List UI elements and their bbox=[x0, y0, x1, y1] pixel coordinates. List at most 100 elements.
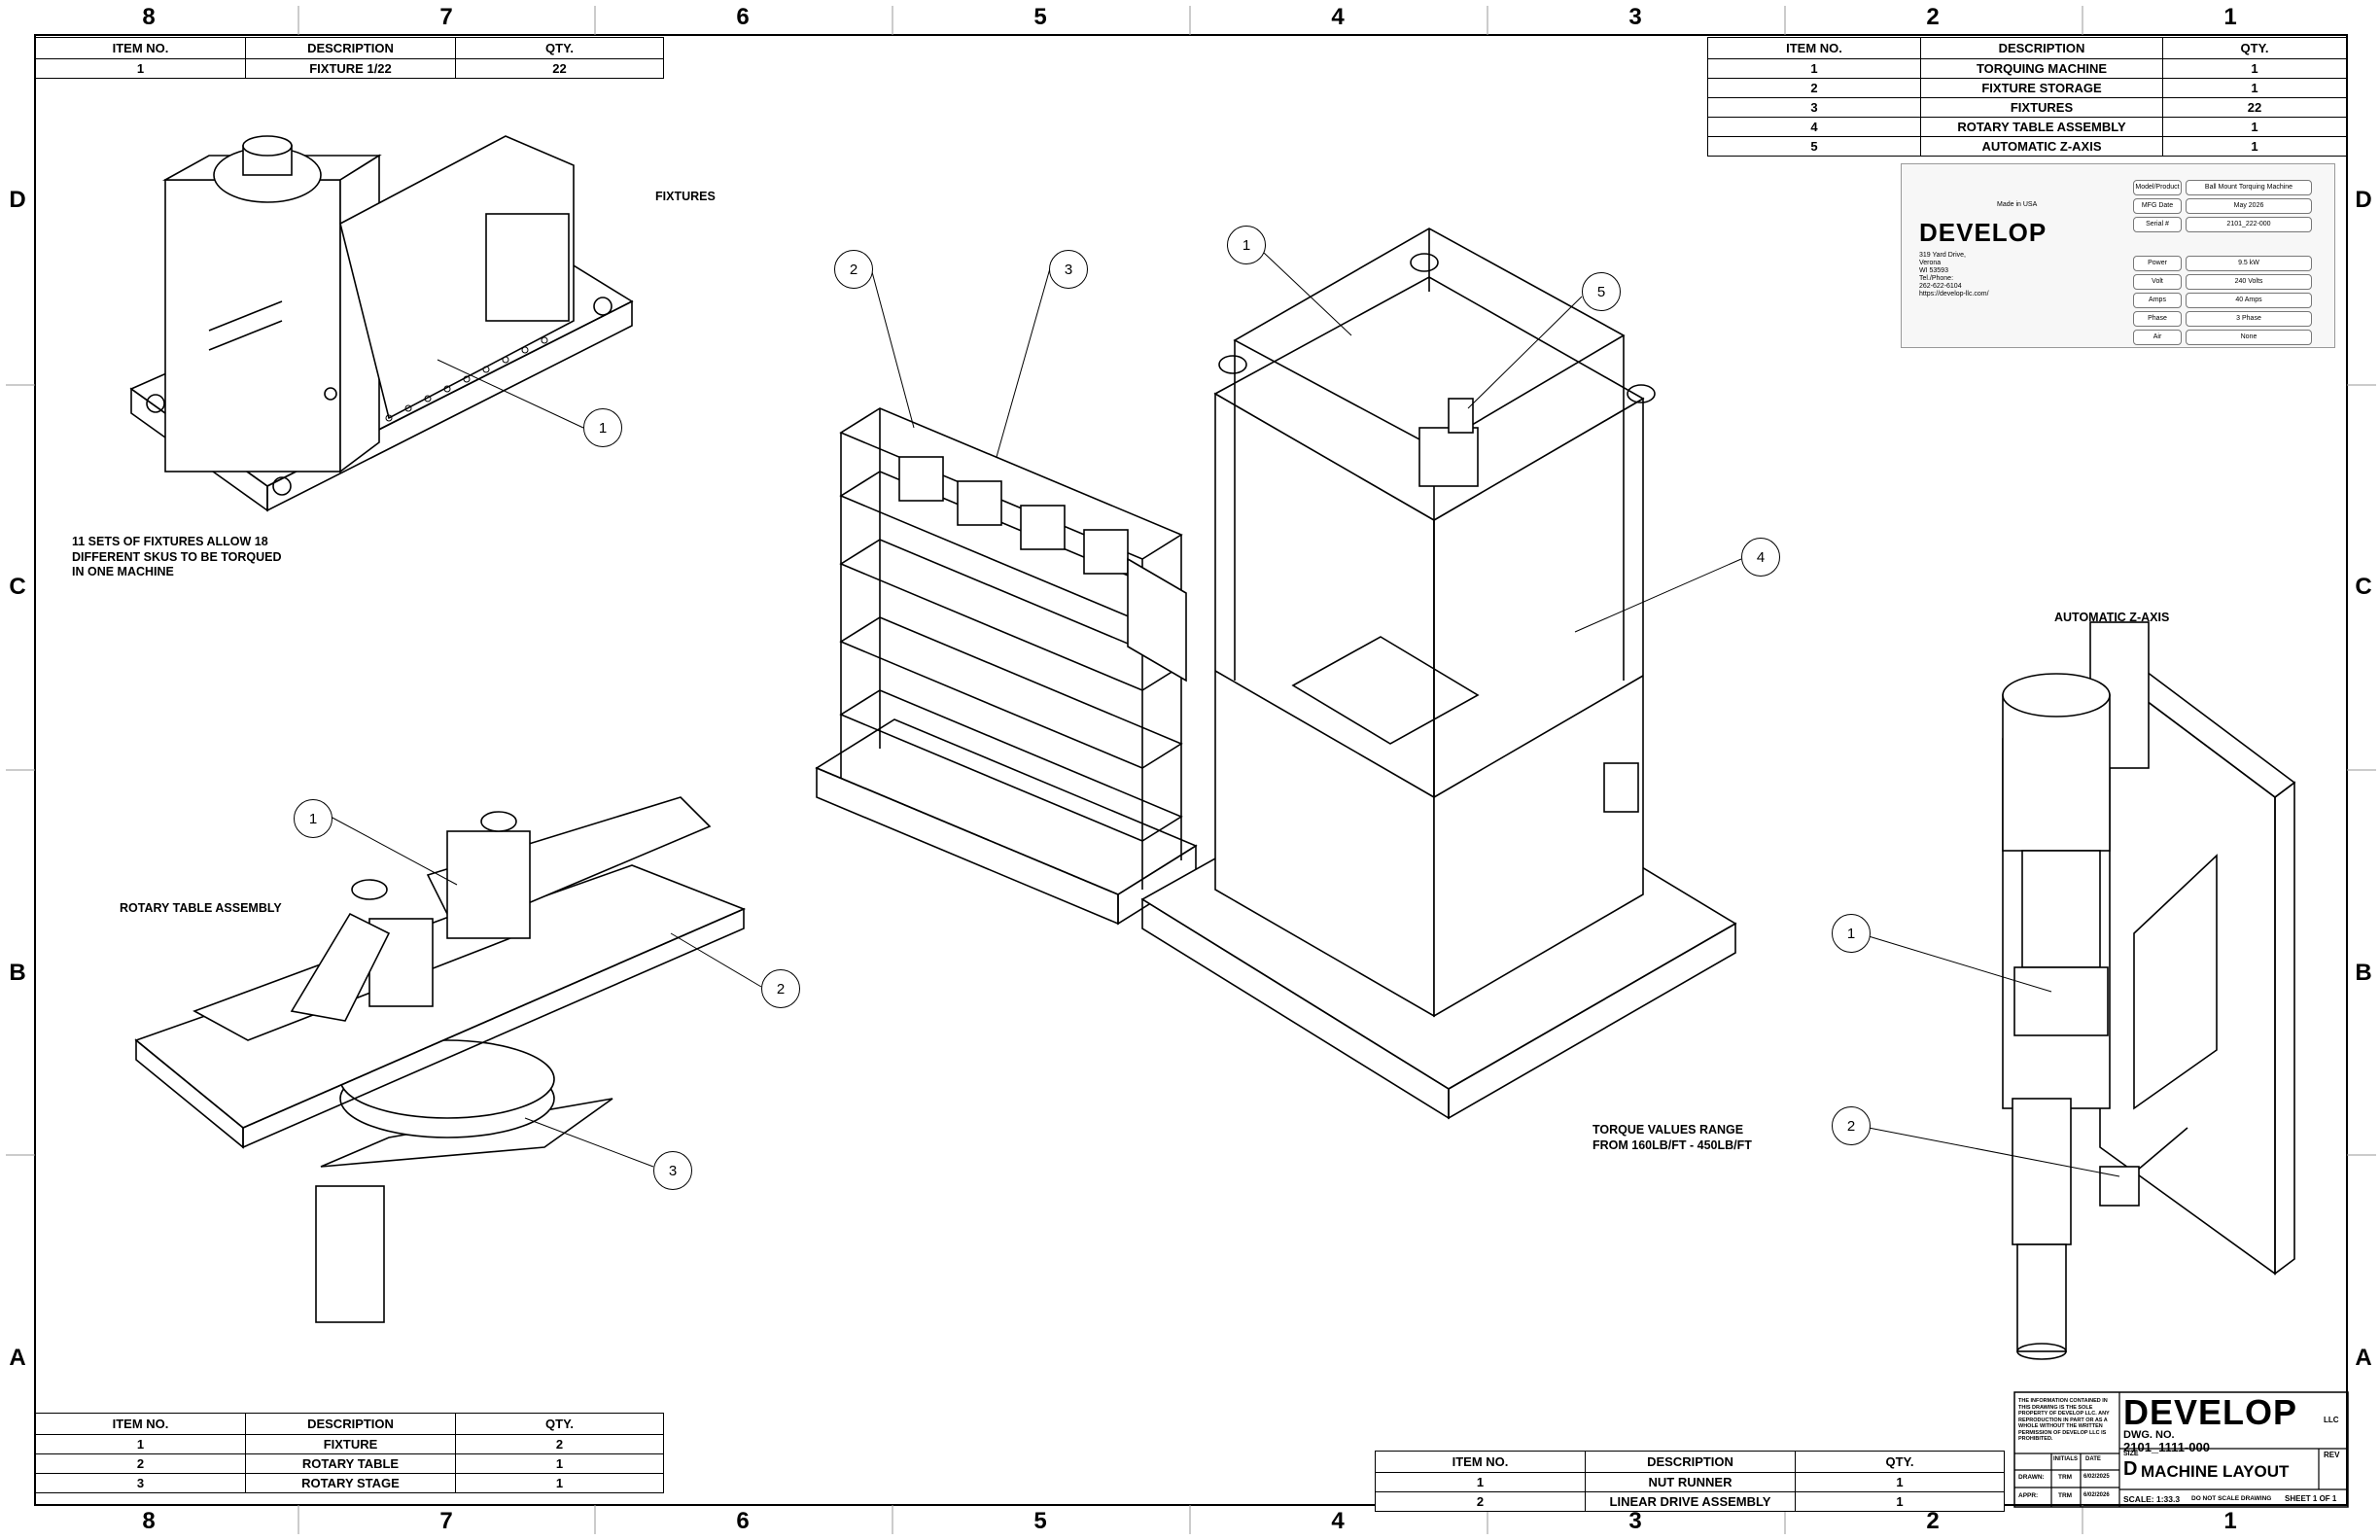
title-block-logo-sub: LLC bbox=[2324, 1416, 2339, 1424]
zone-col-7-bottom: 7 bbox=[439, 1508, 453, 1534]
rotary-leader-3 bbox=[524, 1117, 654, 1168]
note-fixture-sets: 11 SETS OF FIXTURES ALLOW 18 DIFFERENT S… bbox=[72, 535, 282, 580]
rotary-leader-2 bbox=[670, 932, 762, 988]
bom-header: ITEM NO. bbox=[35, 1413, 246, 1435]
zone-col-5-bottom: 5 bbox=[1033, 1508, 1047, 1534]
balloon-storage-2: 2 bbox=[834, 250, 873, 289]
bom-cell: 2 bbox=[1707, 78, 1921, 98]
drawn-by: TRM bbox=[2058, 1474, 2073, 1481]
bom-header: DESCRIPTION bbox=[1585, 1451, 1796, 1473]
storage-leader-2 bbox=[870, 267, 915, 429]
bom-cell: 2 bbox=[1375, 1491, 1586, 1512]
bom-cell: 1 bbox=[1795, 1491, 2005, 1512]
balloon-z-2: 2 bbox=[1832, 1106, 1871, 1145]
bom-cell: 22 bbox=[455, 58, 664, 79]
zone-col-5-top: 5 bbox=[1033, 4, 1047, 30]
note-automatic-z-axis: AUTOMATIC Z-AXIS bbox=[2054, 611, 2170, 624]
bom-cell: ROTARY STAGE bbox=[245, 1473, 456, 1493]
bom-cell: 1 bbox=[455, 1453, 664, 1474]
note-torque-range: TORQUE VALUES RANGE FROM 160LB/FT - 450L… bbox=[1592, 1123, 1752, 1153]
nameplate-spec-label: Phase bbox=[2133, 311, 2182, 327]
nameplate-address-line: https://develop-llc.com/ bbox=[1919, 291, 1989, 298]
zone-row-c-left: C bbox=[9, 574, 26, 600]
nameplate-address-line: Tel./Phone: bbox=[1919, 275, 1954, 282]
nameplate-spec-value: 40 Amps bbox=[2186, 293, 2312, 308]
disclaimer-line: THIS DRAWING IS THE SOLE bbox=[2018, 1404, 2093, 1411]
bom-header: QTY. bbox=[2162, 37, 2347, 59]
zone-col-6-bottom: 6 bbox=[736, 1508, 750, 1534]
zone-col-8-top: 8 bbox=[142, 4, 156, 30]
bom-cell: 1 bbox=[2162, 58, 2347, 79]
size-value: D bbox=[2123, 1458, 2138, 1480]
zone-col-2-top: 2 bbox=[1926, 4, 1940, 30]
dwg-no: 2101_1111-000 bbox=[2123, 1440, 2210, 1454]
nameplate-spec-label: Volt bbox=[2133, 274, 2182, 290]
title-block-logo: DEVELOP bbox=[2123, 1392, 2298, 1432]
nameplate-field-label: Model/Product bbox=[2133, 180, 2182, 195]
disclaimer-line: WHOLE WITHOUT THE WRITTEN bbox=[2018, 1423, 2103, 1429]
nameplate-logo: DEVELOP bbox=[1919, 218, 2048, 247]
nameplate-made-in: Made in USA bbox=[1997, 201, 2038, 208]
bom-header: ITEM NO. bbox=[1707, 37, 1921, 59]
zone-row-a-left: A bbox=[9, 1345, 26, 1371]
balloon-z-1: 1 bbox=[1832, 914, 1871, 953]
zone-row-b-right: B bbox=[2355, 960, 2372, 986]
size-label: SIZE bbox=[2123, 1451, 2139, 1457]
bom-header: QTY. bbox=[1795, 1451, 2005, 1473]
nameplate-spec-value: 9.5 kW bbox=[2186, 256, 2312, 271]
bom-header: QTY. bbox=[455, 37, 664, 59]
disclaimer-line: PROHIBITED. bbox=[2018, 1436, 2053, 1442]
zone-row-b-left: B bbox=[9, 960, 26, 986]
dwg-no-label: DWG. NO. bbox=[2123, 1429, 2175, 1441]
nameplate-spec-value: None bbox=[2186, 330, 2312, 345]
sheet-number: SHEET 1 OF 1 bbox=[2285, 1494, 2337, 1503]
note-line: TORQUE VALUES RANGE bbox=[1592, 1123, 1744, 1137]
bom-cell: 1 bbox=[2162, 136, 2347, 157]
disclaimer-line: THE INFORMATION CONTAINED IN bbox=[2018, 1398, 2108, 1404]
bom-cell: 2 bbox=[455, 1434, 664, 1454]
nameplate-address-line: WI 53593 bbox=[1919, 267, 1948, 274]
bom-cell: 1 bbox=[1707, 58, 1921, 79]
fixture-storage-drawing bbox=[815, 407, 1198, 926]
bom-cell: TORQUING MACHINE bbox=[1920, 58, 2163, 79]
machine-leader-1 bbox=[1263, 252, 1352, 336]
fixture-leader-1 bbox=[437, 359, 584, 429]
note-line: DIFFERENT SKUS TO BE TORQUED bbox=[72, 549, 282, 564]
zone-col-4-bottom: 4 bbox=[1331, 1508, 1345, 1534]
nameplate-field-value: 2101_222-000 bbox=[2186, 217, 2312, 232]
bom-cell: 3 bbox=[1707, 97, 1921, 118]
bom-cell: 3 bbox=[35, 1473, 246, 1493]
disclaimer-line: REPRODUCTION IN PART OR AS A bbox=[2018, 1417, 2108, 1423]
zone-row-a-right: A bbox=[2355, 1345, 2372, 1371]
appr-date: 6/02/2026 bbox=[2083, 1492, 2110, 1498]
z-axis-drawing bbox=[2002, 621, 2296, 1360]
appr-by: TRM bbox=[2058, 1492, 2073, 1499]
balloon-machine-1: 1 bbox=[1227, 226, 1266, 264]
bom-cell: 2 bbox=[35, 1453, 246, 1474]
nameplate-spec-label: Amps bbox=[2133, 293, 2182, 308]
disclaimer-line: PERMISSION OF DEVELOP LLC IS bbox=[2018, 1429, 2107, 1436]
drawn-date: 6/02/2025 bbox=[2083, 1474, 2110, 1480]
zone-col-8-bottom: 8 bbox=[142, 1508, 156, 1534]
bom-cell: 1 bbox=[2162, 117, 2347, 137]
nameplate-field-value: May 2026 bbox=[2186, 198, 2312, 214]
nameplate-spec-label: Power bbox=[2133, 256, 2182, 271]
nameplate-spec-label: Air bbox=[2133, 330, 2182, 345]
storage-leader-3 bbox=[996, 267, 1051, 458]
nameplate-spec-value: 3 Phase bbox=[2186, 311, 2312, 327]
bom-cell: ROTARY TABLE ASSEMBLY bbox=[1920, 117, 2163, 137]
drawing-title: MACHINE LAYOUT bbox=[2141, 1462, 2290, 1481]
title-block-lines bbox=[2013, 1391, 2349, 1508]
zone-row-d-right: D bbox=[2355, 187, 2372, 213]
